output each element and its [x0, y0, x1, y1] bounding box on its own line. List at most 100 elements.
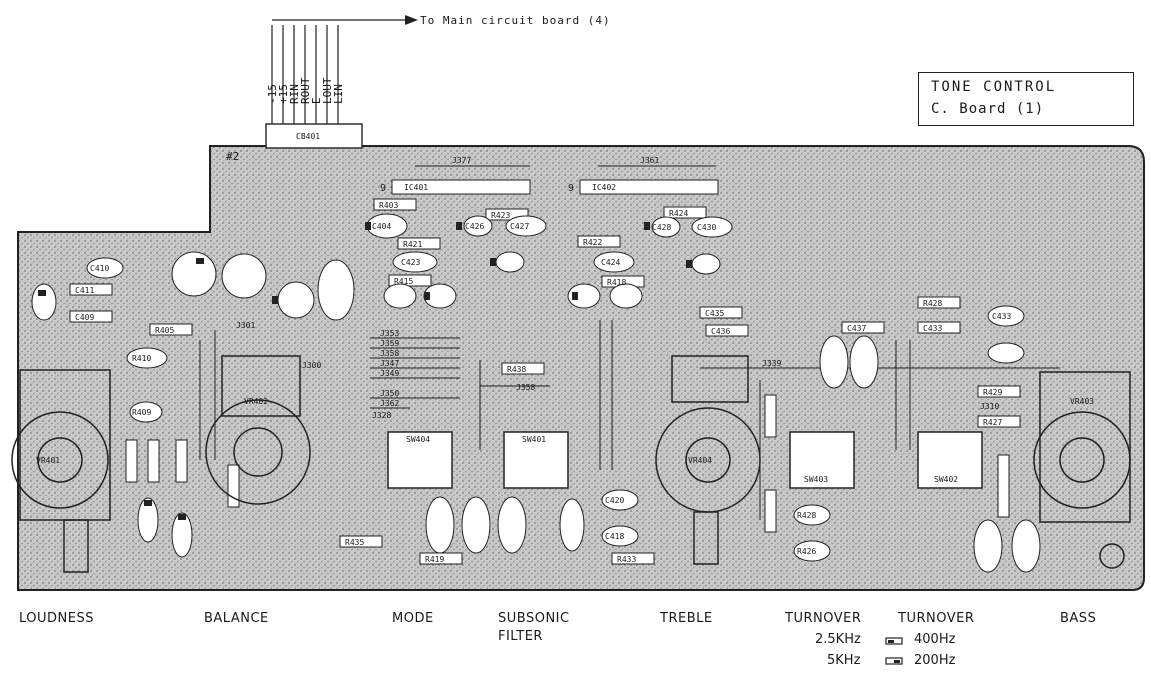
wire-label: +15 [277, 84, 290, 104]
svg-text:J300: J300 [302, 361, 321, 370]
ic-label: IC401 [404, 183, 428, 192]
title-box: TONE CONTROL C. Board (1) [918, 72, 1134, 126]
svg-text:J301: J301 [236, 321, 255, 330]
svg-text:R410: R410 [132, 354, 151, 363]
svg-text:C436: C436 [711, 327, 730, 336]
svg-text:C409: C409 [75, 313, 94, 322]
wire-label-group: -15 +15 RIN ROUT E LOUT LIN [266, 77, 345, 104]
control-label-balance: BALANCE [204, 611, 269, 626]
potentiometer-group [11, 355, 1131, 573]
turnover-treble-freq-1: 2.5KHz [815, 632, 861, 647]
svg-text:C427: C427 [510, 222, 529, 231]
pot-label: VR402 [244, 397, 268, 406]
svg-text:R415: R415 [394, 277, 413, 286]
svg-text:J347: J347 [380, 359, 399, 368]
svg-text:J362: J362 [380, 399, 399, 408]
pot-label: VR404 [688, 456, 712, 465]
control-label-treble: TREBLE [660, 611, 713, 626]
svg-text:C430: C430 [697, 223, 716, 232]
control-label-loudness: LOUDNESS [19, 611, 94, 626]
svg-text:R405: R405 [155, 326, 174, 335]
switch-label: SW401 [522, 435, 546, 444]
switch-label: SW403 [804, 475, 828, 484]
switch-position-icon [885, 657, 903, 665]
svg-text:J339: J339 [762, 359, 781, 368]
ic-label: IC402 [592, 183, 616, 192]
title-line-1: TONE CONTROL [931, 79, 1057, 95]
svg-text:C411: C411 [75, 286, 94, 295]
capacitor-group [31, 213, 1041, 573]
title-line-2: C. Board (1) [931, 101, 1045, 117]
svg-text:J353: J353 [380, 329, 399, 338]
arrow-head-icon [405, 15, 418, 25]
svg-text:R422: R422 [583, 238, 602, 247]
svg-text:R409: R409 [132, 408, 151, 417]
switch-label: SW402 [934, 475, 958, 484]
svg-text:C428: C428 [652, 223, 671, 232]
svg-text:R419: R419 [425, 555, 444, 564]
pcb-traces [199, 165, 1060, 520]
wire-label: -15 [266, 84, 279, 104]
control-label-turnover-2: TURNOVER [898, 611, 975, 626]
switch-label: SW404 [406, 435, 430, 444]
switch-position-icon [885, 637, 903, 645]
svg-text:C410: C410 [90, 264, 109, 273]
svg-text:J359: J359 [380, 339, 399, 348]
arrow-label: To Main circuit board (4) [420, 14, 611, 27]
corner-mark: #2 [226, 150, 239, 163]
svg-text:R427: R427 [983, 418, 1002, 427]
connector-cb401 [265, 123, 363, 149]
svg-text:R423: R423 [491, 211, 510, 220]
svg-text:C424: C424 [601, 258, 620, 267]
svg-text:J358: J358 [380, 349, 399, 358]
svg-text:J361: J361 [640, 156, 659, 165]
wire-label: LIN [332, 84, 345, 104]
svg-text:C433: C433 [992, 312, 1011, 321]
svg-text:R421: R421 [403, 240, 422, 249]
pcb-board [17, 145, 1145, 591]
wire-label: E [310, 97, 323, 104]
turnover-treble-freq-2: 5KHz [827, 653, 861, 668]
turnover-bass-freq-1: 400Hz [914, 632, 956, 647]
svg-text:R435: R435 [345, 538, 364, 547]
svg-text:R403: R403 [379, 201, 398, 210]
ribbon-wires [271, 19, 405, 126]
svg-text:C418: C418 [605, 532, 624, 541]
svg-text:C423: C423 [401, 258, 420, 267]
control-label-filter: FILTER [498, 629, 543, 644]
turnover-bass-freq-2: 200Hz [914, 653, 956, 668]
control-label-mode: MODE [392, 611, 434, 626]
svg-text:J349: J349 [380, 369, 399, 378]
svg-text:R424: R424 [669, 209, 688, 218]
switch-position-icons [885, 637, 903, 665]
wire-label: RIN [288, 84, 301, 104]
wire-label: LOUT [321, 77, 334, 104]
svg-text:C426: C426 [465, 222, 484, 231]
control-label-turnover-1: TURNOVER [785, 611, 862, 626]
pot-label: VR403 [1070, 397, 1094, 406]
ic402-chip [579, 179, 719, 195]
svg-text:C437: C437 [847, 324, 866, 333]
svg-text:J328: J328 [372, 411, 391, 420]
component-labels: R403 R423 R421 R422 R424 R415 R418 C411 … [75, 201, 1011, 564]
ic401-chip [391, 179, 531, 195]
svg-text:C433: C433 [923, 324, 942, 333]
svg-text:J358: J358 [516, 383, 535, 392]
svg-text:C435: C435 [705, 309, 724, 318]
jumper-labels: J377 J361 J353 J359 J358 J347 J349 J350 … [236, 156, 999, 420]
svg-text:C404: C404 [372, 222, 391, 231]
svg-text:R438: R438 [507, 365, 526, 374]
ic-pin-marker: 9 [380, 183, 386, 194]
ic-pin-marker: 9 [568, 183, 574, 194]
svg-text:C420: C420 [605, 496, 624, 505]
svg-text:J350: J350 [380, 389, 399, 398]
svg-text:R433: R433 [617, 555, 636, 564]
wire-label: ROUT [299, 77, 312, 104]
control-label-subsonic: SUBSONIC [498, 611, 570, 626]
pot-label: VR401 [36, 456, 60, 465]
svg-text:R418: R418 [607, 278, 626, 287]
svg-text:R428: R428 [923, 299, 942, 308]
polarity-marks [38, 222, 692, 520]
control-label-bass: BASS [1060, 611, 1097, 626]
resistor-group [69, 198, 1021, 565]
